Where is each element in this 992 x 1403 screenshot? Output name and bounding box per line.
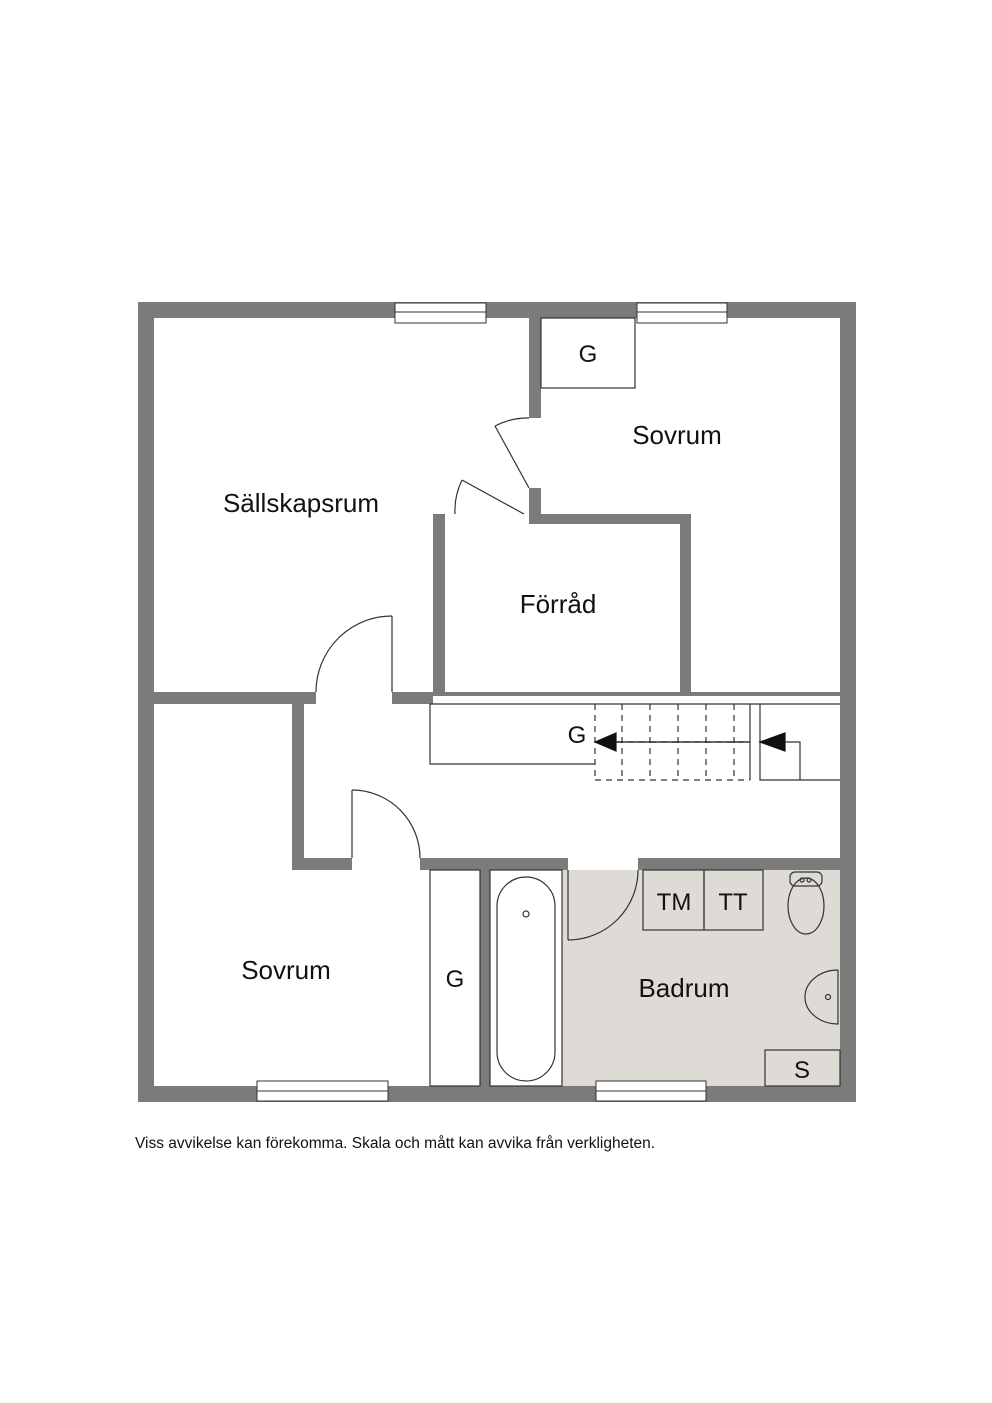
stair-arrows (593, 732, 786, 752)
windows (256, 302, 728, 1102)
closet-top (540, 317, 636, 389)
shower (764, 1049, 841, 1087)
disclaimer-text: Viss avvikelse kan förekomma. Skala och … (135, 1135, 656, 1152)
room-label-badrum: Badrum (638, 973, 729, 1003)
door-leaf-sovrum (494, 425, 530, 489)
fixture-label-g-top: G (579, 341, 598, 368)
window-top-right (636, 302, 728, 324)
closet-bottom (429, 869, 481, 1087)
toilet (787, 877, 825, 935)
fixture-label-g-stair: G (568, 722, 587, 749)
room-label-sallskapsrum: Sällskapsrum (223, 488, 379, 518)
room-label-forrad: Förråd (520, 589, 597, 619)
fixture-label-tm: TM (657, 889, 692, 916)
doors (315, 417, 639, 941)
door-leaf-forrad (461, 479, 525, 515)
interior-walls (154, 318, 840, 1086)
window-top-left (394, 302, 487, 324)
bathtub (489, 869, 563, 1087)
sink (804, 969, 839, 1025)
fixture-label-tt: TT (718, 889, 748, 916)
fixture-label-g-closet: G (446, 966, 465, 993)
dryer (703, 869, 764, 931)
room-label-sovrum-bottom: Sovrum (241, 955, 331, 985)
fixture-label-s: S (794, 1057, 810, 1084)
room-label-sovrum-top: Sovrum (632, 420, 722, 450)
